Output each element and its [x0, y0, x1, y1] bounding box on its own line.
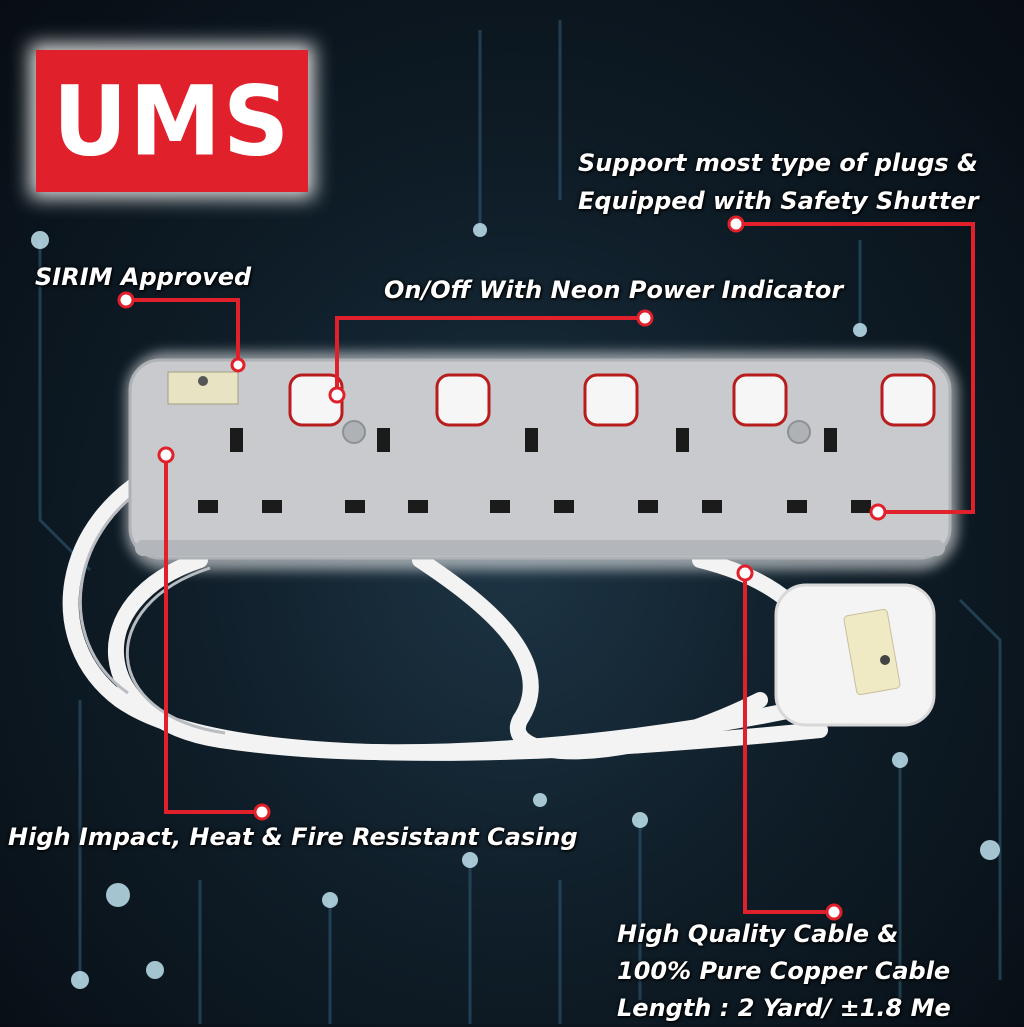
strip-base: [135, 540, 945, 556]
callout-dots: [117, 215, 887, 921]
plug: [774, 583, 936, 727]
switches: [288, 373, 936, 427]
live-neutral-slots: [198, 500, 871, 513]
ums-logo: UMS: [36, 50, 308, 192]
strip-casing: [128, 358, 952, 560]
onoff-label: On/Off With Neon Power Indicator: [384, 276, 844, 304]
sirim-label: SIRIM Approved: [35, 263, 252, 291]
cable-label-line2: 100% Pure Copper Cable: [617, 957, 951, 985]
casing-label: High Impact, Heat & Fire Resistant Casin…: [8, 823, 578, 851]
neon-indicator: [787, 420, 811, 444]
logo-text: UMS: [52, 64, 292, 178]
earth-slots: [230, 428, 837, 452]
cable-label-line3: Length : 2 Yard/ ±1.8 Me: [617, 994, 951, 1022]
callout-lines: [126, 222, 975, 914]
plugs-label-line2: Equipped with Safety Shutter: [578, 187, 979, 215]
neon-indicator: [342, 420, 366, 444]
plugs-label-line1: Support most type of plugs &: [578, 149, 978, 177]
cable-label-line1: High Quality Cable &: [617, 920, 899, 948]
sirim-mark: [198, 376, 208, 386]
